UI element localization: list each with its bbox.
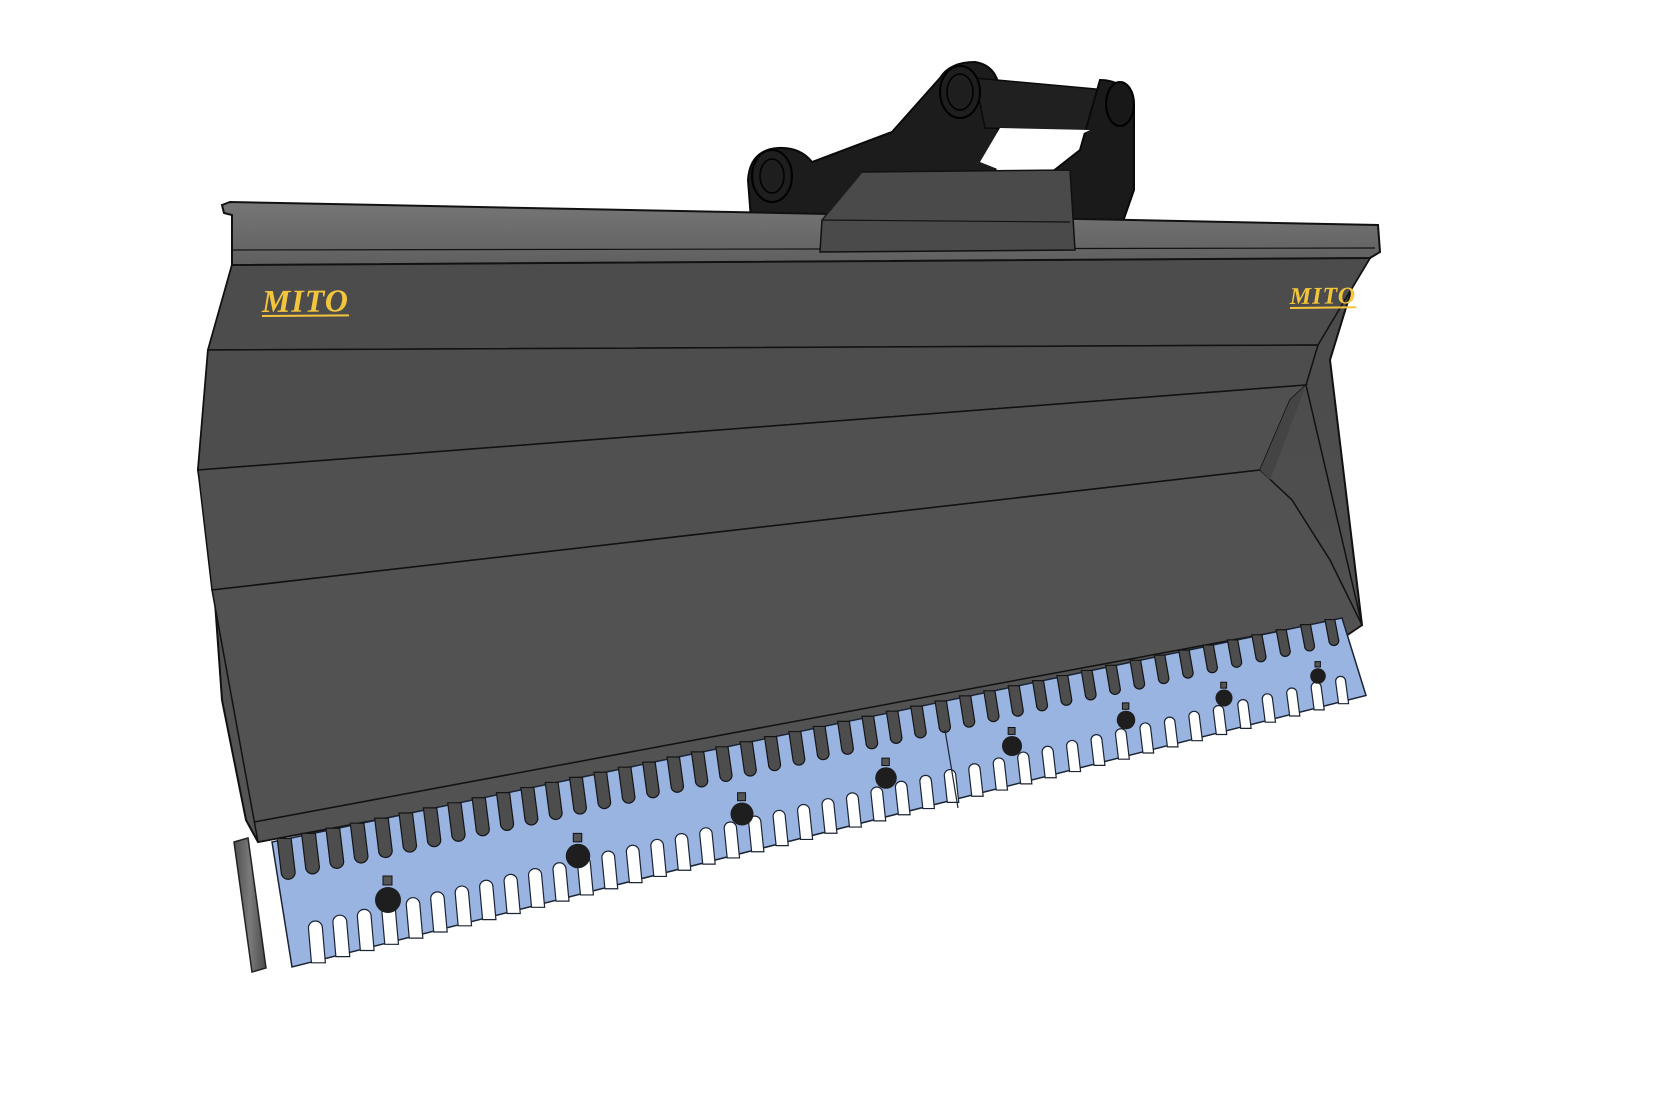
bolt-icon bbox=[375, 887, 401, 913]
pin-boss-rear bbox=[751, 149, 793, 203]
bolt-icon bbox=[1116, 710, 1136, 730]
pin-boss-top bbox=[939, 65, 981, 119]
bolts bbox=[375, 661, 1326, 913]
bolt-icon bbox=[875, 767, 897, 789]
pin-boss-front bbox=[1105, 81, 1135, 127]
moldboard bbox=[196, 256, 1372, 844]
bolt-icon bbox=[730, 802, 754, 826]
brand-label-right: MITO bbox=[1289, 283, 1357, 311]
wear-edge bbox=[271, 617, 1367, 968]
bolt-icon bbox=[1310, 668, 1326, 684]
bolt-icon bbox=[565, 843, 591, 869]
bolt-icon bbox=[1215, 689, 1233, 707]
brand-label-left: MITO bbox=[261, 282, 349, 320]
bolt-icon bbox=[1001, 735, 1023, 757]
top-lip bbox=[220, 169, 1382, 267]
side-plate bbox=[233, 837, 267, 973]
